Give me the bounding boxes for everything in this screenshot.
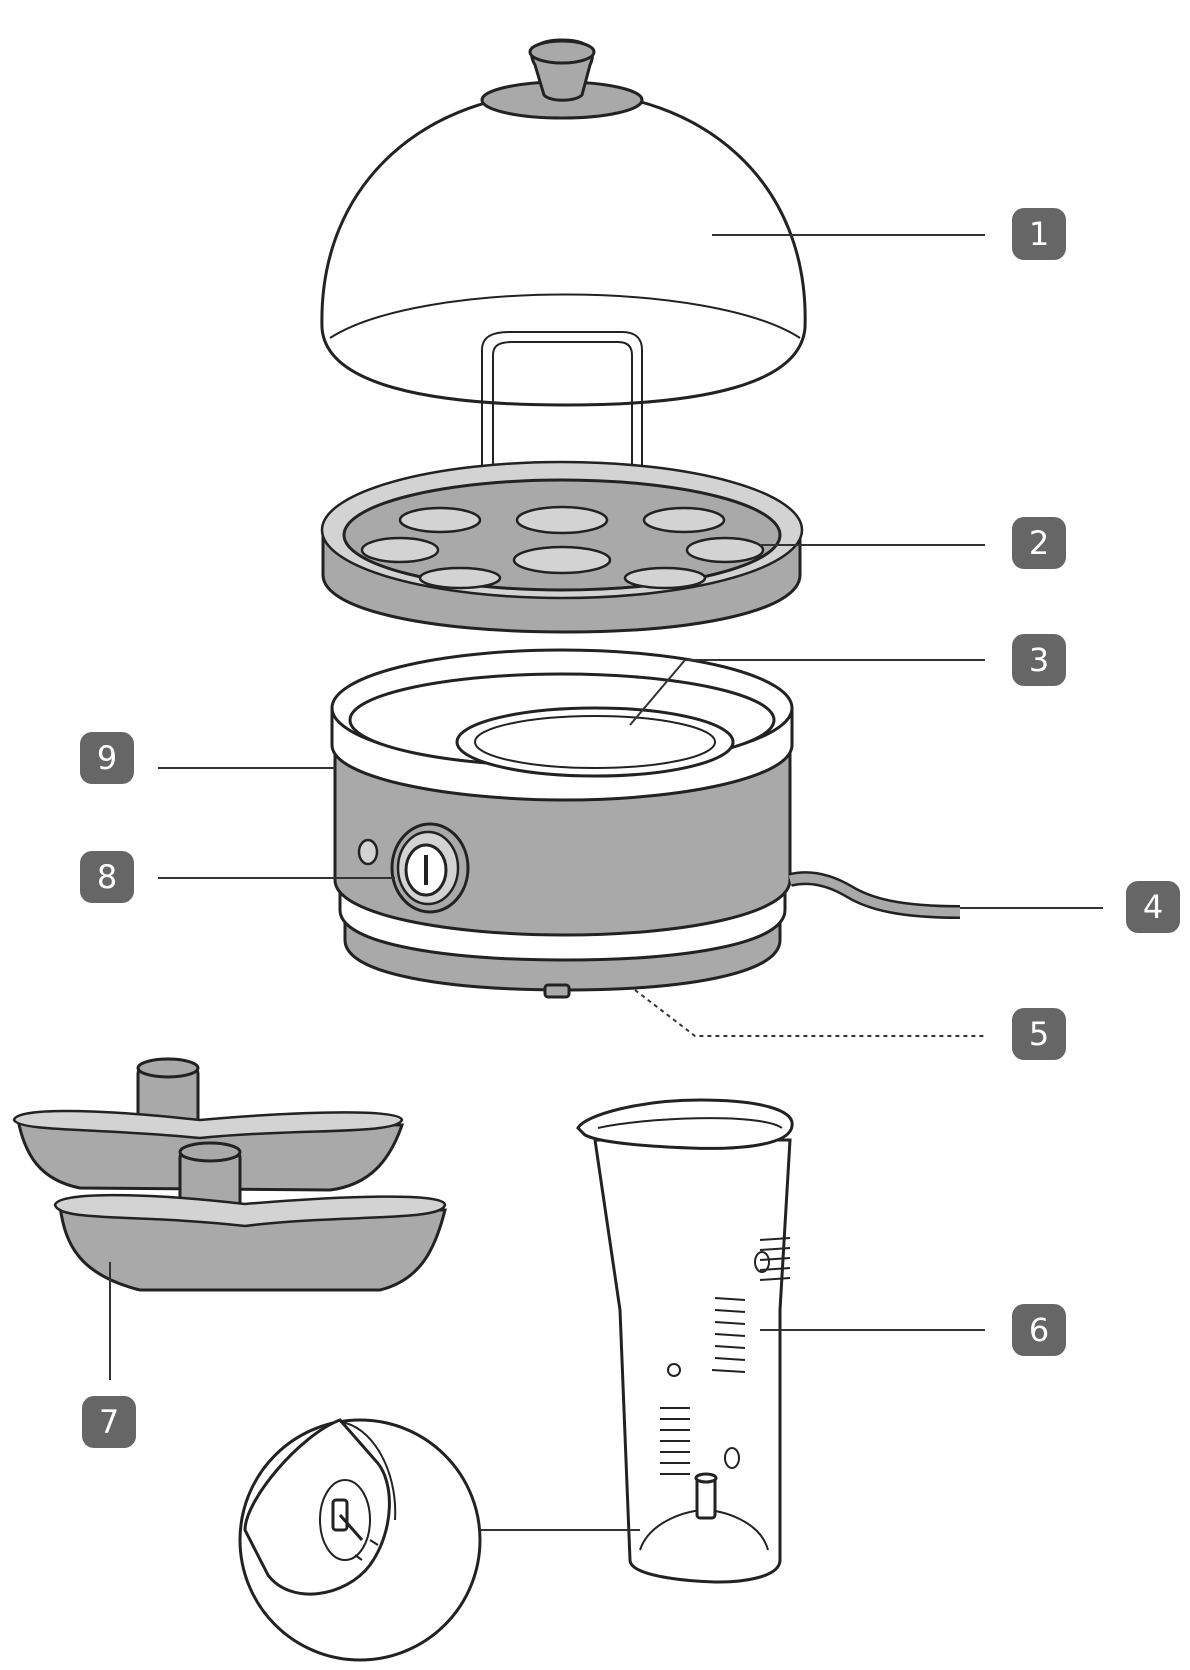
heating-plate: [455, 706, 735, 778]
callout-8: 8: [80, 851, 134, 903]
callout-6: 6: [1012, 1304, 1066, 1356]
indicator-light-icon: [357, 838, 379, 866]
detail-magnifier: [238, 1418, 482, 1662]
callout-2: 2: [1012, 517, 1066, 569]
leader-lines: [109, 234, 1103, 1531]
base-unit: [330, 648, 794, 999]
power-button[interactable]: [390, 822, 470, 914]
base-foot-vent: [543, 983, 571, 999]
cup-scale-upper: [667, 1237, 791, 1377]
measuring-cup: [576, 1098, 794, 1584]
callout-7: 7: [82, 1396, 136, 1448]
cup-scale-lower: [660, 1407, 740, 1475]
poaching-trays: [12, 1057, 447, 1292]
power-cord: [788, 871, 961, 919]
callout-1: 1: [1012, 208, 1066, 260]
egg-tray: [320, 460, 804, 634]
tray-handle: [481, 331, 643, 548]
callout-3: 3: [1012, 634, 1066, 686]
callout-9: 9: [80, 732, 134, 784]
callout-5: 5: [1012, 1008, 1066, 1060]
leader-3: [629, 659, 985, 726]
lid-dome: [320, 38, 807, 407]
leader-5: [634, 989, 985, 1037]
callout-4: 4: [1126, 881, 1180, 933]
